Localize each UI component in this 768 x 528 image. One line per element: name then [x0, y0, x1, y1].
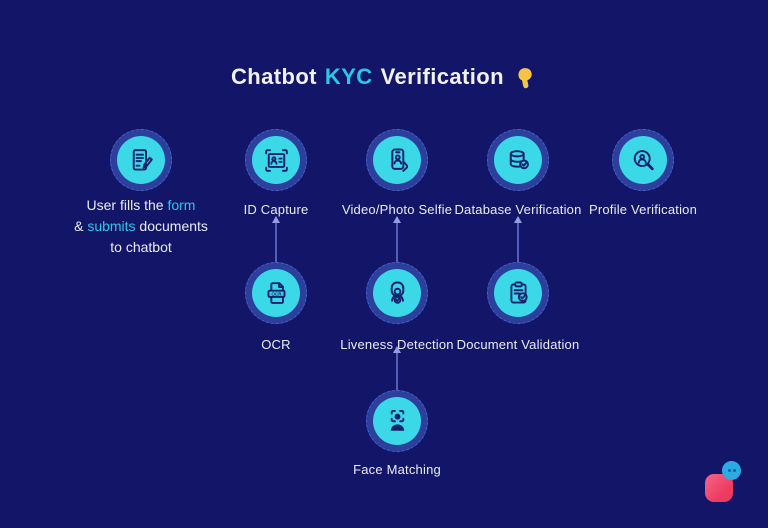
logo-bot-eye	[732, 469, 736, 472]
document-pencil-icon	[132, 148, 153, 171]
flow-arrow-liveness-to-selfie	[393, 216, 401, 263]
ocr-document-icon: OCR	[267, 281, 285, 304]
node-user-form	[110, 129, 172, 191]
label-profile-verification: Profile Verification	[588, 202, 698, 217]
intro-line1: User fills the form	[86, 197, 196, 213]
label-face-matching: Face Matching	[353, 462, 441, 477]
logo-bot-eye	[727, 469, 731, 472]
flow-arrow-validation-to-database	[514, 216, 522, 263]
node-profile-verification	[612, 129, 674, 191]
logo-bot-face-icon	[722, 461, 741, 480]
intro-line3: to chatbot	[110, 239, 172, 255]
node-id-capture	[245, 129, 307, 191]
label-id-capture: ID Capture	[243, 202, 309, 217]
label-document-validation: Document Validation	[456, 337, 580, 352]
profile-search-icon	[633, 149, 654, 170]
intro-accent-form: form	[167, 197, 196, 213]
intro-line2: & submits documents	[74, 218, 208, 234]
node-ocr: OCR	[245, 262, 307, 324]
clipboard-check-icon	[509, 281, 528, 304]
node-video-photo-selfie	[366, 129, 428, 191]
node-face-matching	[366, 390, 428, 452]
pointing-down-hand-icon	[518, 68, 532, 89]
label-database-verification: Database Verification	[454, 202, 582, 217]
label-video-photo-selfie: Video/Photo Selfie	[341, 202, 453, 217]
page-title: Chatbot KYC Verification	[0, 63, 768, 90]
node-liveness-detection	[366, 262, 428, 324]
flow-arrow-facematching-to-liveness	[393, 346, 401, 390]
svg-text:OCR: OCR	[271, 291, 282, 296]
database-check-icon	[509, 149, 529, 169]
face-scan-icon	[390, 409, 404, 431]
node-database-verification	[487, 129, 549, 191]
node-document-validation	[487, 262, 549, 324]
title-highlight: KYC	[324, 63, 373, 89]
intro-text: User fills the form & submits documents …	[46, 195, 236, 258]
intro-accent-submits: submits	[87, 218, 136, 234]
label-ocr: OCR	[261, 337, 291, 352]
phone-selfie-icon	[390, 148, 408, 172]
id-card-scan-icon	[264, 148, 288, 172]
title-part1: Chatbot	[231, 63, 317, 89]
brand-logo	[705, 461, 743, 503]
label-liveness-detection: Liveness Detection	[340, 337, 454, 352]
title-part2: Verification	[380, 63, 504, 89]
flow-arrow-ocr-to-id-capture	[272, 216, 280, 263]
face-check-icon	[390, 281, 404, 304]
